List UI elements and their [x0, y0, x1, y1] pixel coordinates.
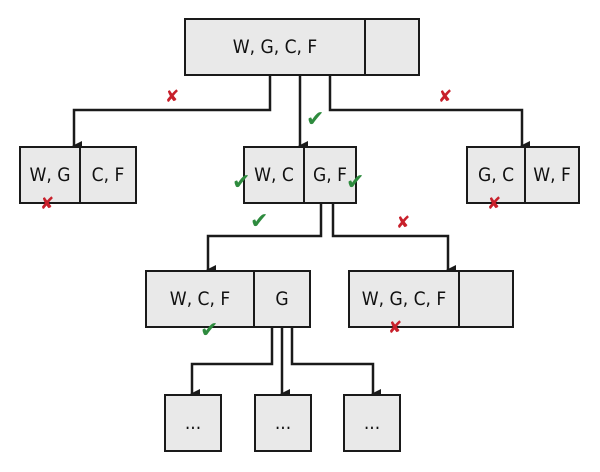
valid-mark-edge-center: ✔ [306, 107, 325, 132]
node-child-2: ... [254, 394, 312, 452]
node-gc-wf-right: W, F [524, 148, 578, 202]
edge-root-to-gc-wf [328, 76, 530, 151]
node-wgcf-back-right [458, 272, 512, 326]
invalid-mark-edge-right: ✘ [438, 87, 453, 107]
node-child-1: ... [164, 394, 222, 452]
node-wgcf-back-left: W, G, C, F [361, 288, 447, 310]
valid-mark-node-wc-gf-left: ✔ [232, 170, 251, 195]
node-wg-cf-left: W, G [29, 164, 71, 186]
edge-wc-gf-to-wgcf [331, 204, 456, 275]
node-root-left: W, G, C, F [232, 36, 318, 58]
edge-wc-gf-to-wcf-g [206, 204, 323, 275]
valid-mark-node-wcf-g: ✔ [200, 318, 219, 343]
invalid-mark-edge-wgcf: ✘ [396, 213, 411, 233]
node-wcf-g-left: W, C, F [169, 288, 231, 310]
edge-wcf-g-to-child-3 [290, 328, 381, 399]
node-child-3-label: ... [363, 412, 381, 434]
node-wcf-g-right: G [253, 272, 309, 326]
node-wc-gf: W, C G, F [243, 146, 357, 204]
invalid-mark-node-wg-cf: ✘ [40, 194, 55, 214]
node-wg-cf: W, G C, F [19, 146, 137, 204]
node-wc-gf-right: G, F [303, 148, 355, 202]
node-wg-cf-right: C, F [79, 148, 135, 202]
node-wcf-g: W, C, F G [145, 270, 311, 328]
valid-mark-edge-wcf-g: ✔ [250, 209, 269, 234]
invalid-mark-node-gc-wf: ✘ [487, 194, 502, 214]
node-wc-gf-left: W, C [254, 164, 294, 186]
node-child-3: ... [343, 394, 401, 452]
invalid-mark-node-wgcf-back: ✘ [388, 318, 403, 338]
node-gc-wf: G, C W, F [466, 146, 580, 204]
node-root: W, G, C, F [184, 18, 420, 76]
edge-wcf-g-to-child-1 [190, 328, 274, 399]
node-wgcf-back: W, G, C, F [348, 270, 514, 328]
node-gc-wf-left: G, C [477, 164, 515, 186]
valid-mark-node-wc-gf-right: ✔ [346, 170, 365, 195]
edge-root-to-wg-cf [72, 76, 272, 151]
node-child-2-label: ... [274, 412, 292, 434]
node-root-right [364, 20, 418, 74]
invalid-mark-edge-left: ✘ [165, 87, 180, 107]
node-child-1-label: ... [184, 412, 202, 434]
